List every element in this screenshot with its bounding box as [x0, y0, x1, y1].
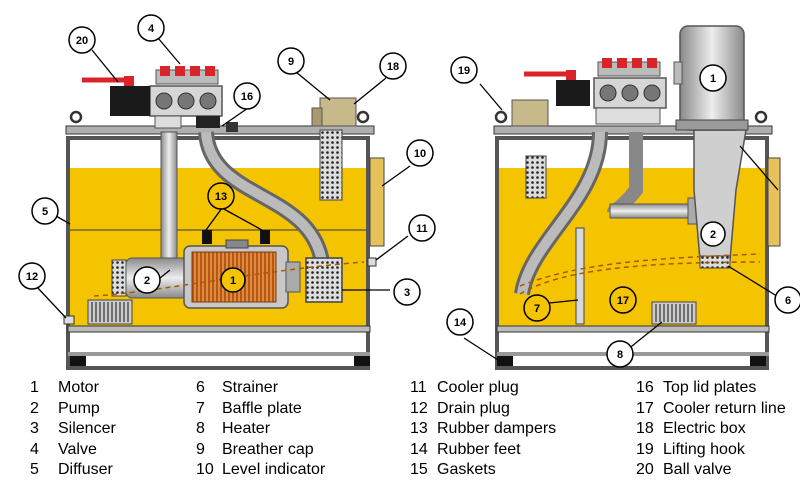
rubber-foot	[497, 356, 513, 366]
lifting-hook	[69, 110, 83, 124]
callout-number-right: 7	[534, 303, 540, 315]
callouts	[18, 14, 800, 368]
callout-number-right: 19	[458, 65, 470, 77]
left-tank	[63, 66, 385, 370]
lifting-hook	[754, 110, 768, 124]
callout-number-right: 14	[454, 317, 467, 329]
callout-number-left: 16	[241, 91, 253, 103]
rubber-foot	[70, 356, 86, 366]
callout-number-left: 10	[414, 148, 426, 160]
rubber-damper	[260, 230, 270, 244]
silencer	[305, 257, 343, 303]
callout-number-left: 12	[26, 271, 38, 283]
callout-number-right: 2	[710, 229, 716, 241]
callout-number-left: 4	[148, 23, 155, 35]
level-indicator	[369, 157, 385, 247]
callout-number-left: 3	[404, 287, 410, 299]
callout-number-left: 5	[42, 206, 48, 218]
lifting-hook	[356, 110, 370, 124]
callout-number-left: 2	[144, 275, 150, 287]
right-tank	[493, 25, 781, 370]
tank-wall	[66, 136, 370, 370]
callout-number-right: 1	[710, 73, 716, 85]
baffle-plate	[575, 227, 585, 325]
rubber-foot	[354, 356, 370, 366]
callout-number-right: 8	[617, 349, 623, 361]
callout-number-left: 11	[416, 223, 428, 235]
callout-number-left: 13	[215, 191, 227, 203]
callout-number-left: 18	[387, 61, 399, 73]
callout-number-right: 17	[617, 295, 629, 307]
ball-valve	[110, 86, 150, 116]
callout-number-left: 9	[288, 56, 294, 68]
rubber-foot	[750, 356, 766, 366]
lifting-hook	[494, 110, 508, 124]
breather-strainer	[319, 129, 343, 201]
callout-number-right: 6	[785, 295, 791, 307]
callout-number-left: 1	[230, 275, 236, 287]
callout-number-left: 20	[76, 35, 88, 47]
rubber-damper	[202, 230, 212, 244]
electric-box	[319, 97, 357, 127]
